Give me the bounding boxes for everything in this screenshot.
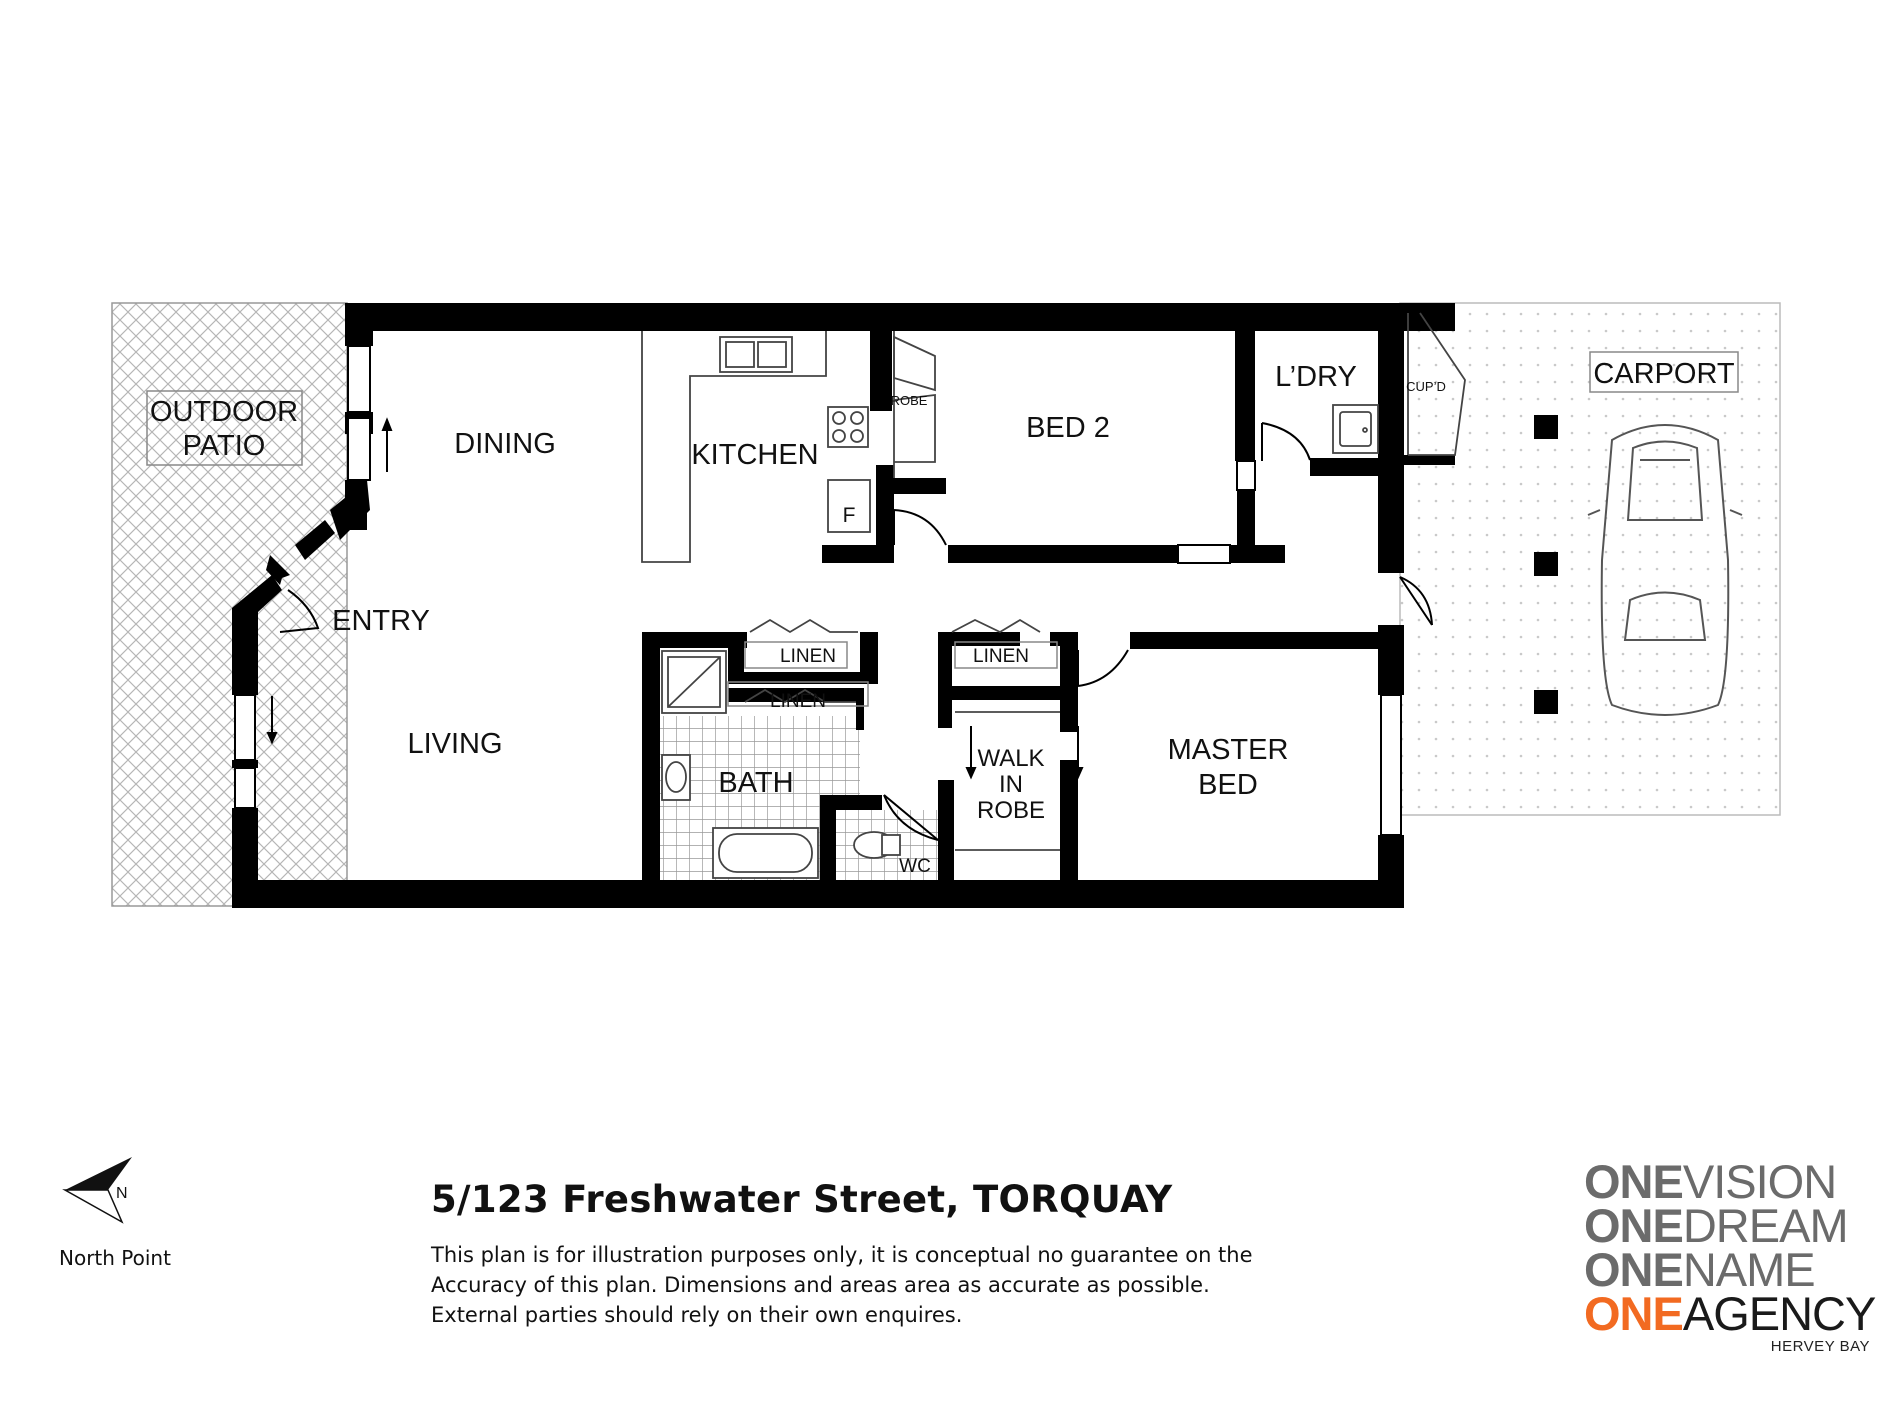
robe-rails bbox=[955, 711, 1060, 851]
disclaimer-line: External parties should rely on their ow… bbox=[431, 1303, 963, 1327]
cupboard-label: CUP’D bbox=[1406, 379, 1446, 394]
windows bbox=[234, 345, 1402, 836]
living-label: LIVING bbox=[407, 728, 502, 760]
logo-location: HERVEY BAY bbox=[1770, 1338, 1870, 1355]
carport-posts bbox=[1534, 415, 1558, 714]
wardrobe-doors bbox=[744, 312, 1466, 704]
room-labels: OUTDOOR PATIO DINING KITCHEN F ROBE BED … bbox=[150, 358, 1735, 877]
robe-label: ROBE bbox=[891, 393, 928, 408]
carport-label: CARPORT bbox=[1593, 358, 1735, 390]
bed2-label: BED 2 bbox=[1026, 412, 1110, 444]
linen-label-2: LINEN bbox=[770, 691, 826, 712]
logo-line-name: ONENAME bbox=[1584, 1243, 1816, 1296]
doors bbox=[279, 422, 1433, 841]
walk-in-robe-label-3: ROBE bbox=[977, 797, 1045, 824]
north-letter: N bbox=[116, 1185, 128, 1202]
window-arrows bbox=[266, 417, 1084, 780]
logo-line-vision: ONEVISION bbox=[1584, 1155, 1837, 1208]
fridge-label: F bbox=[843, 504, 856, 527]
outdoor-patio-label-2: PATIO bbox=[183, 430, 266, 462]
walk-in-robe-label-2: IN bbox=[999, 771, 1023, 798]
north-arrow-icon: N bbox=[62, 1157, 132, 1224]
dining-label: DINING bbox=[454, 428, 556, 460]
laundry-tub bbox=[1332, 404, 1379, 454]
disclaimer-line: Accuracy of this plan. Dimensions and ar… bbox=[431, 1273, 1210, 1297]
outdoor-patio-area bbox=[111, 302, 348, 907]
logo-line-agency: ONEAGENCY bbox=[1584, 1287, 1876, 1340]
kitchen-fixtures bbox=[641, 331, 871, 563]
walk-in-robe-label-1: WALK bbox=[977, 745, 1044, 772]
bath-label: BATH bbox=[718, 767, 793, 799]
outdoor-patio-label: OUTDOOR bbox=[150, 396, 298, 428]
bath-fixtures bbox=[661, 650, 901, 879]
disclaimer: This plan is for illustration purposes o… bbox=[431, 1240, 1331, 1330]
logo-line-dream: ONEDREAM bbox=[1584, 1199, 1849, 1252]
master-bed-label-2: BED bbox=[1198, 769, 1258, 801]
entry-label: ENTRY bbox=[332, 605, 430, 637]
property-address: 5/123 Freshwater Street, TORQUAY bbox=[431, 1178, 1173, 1221]
kitchen-label: KITCHEN bbox=[691, 439, 818, 471]
walls bbox=[232, 303, 1455, 908]
north-point-label: North Point bbox=[59, 1246, 171, 1270]
entry-door-arrow bbox=[266, 555, 290, 585]
floor-plan: OUTDOOR PATIO DINING KITCHEN F ROBE BED … bbox=[111, 302, 1781, 908]
laundry-label: L’DRY bbox=[1275, 361, 1357, 393]
wc-label: WC bbox=[899, 856, 931, 877]
car-outline bbox=[1587, 424, 1743, 716]
master-bed-label-1: MASTER bbox=[1168, 734, 1289, 766]
label-boxes bbox=[146, 351, 1739, 707]
linen-label-1: LINEN bbox=[780, 646, 836, 667]
linen-label-3: LINEN bbox=[973, 646, 1029, 667]
disclaimer-line: This plan is for illustration purposes o… bbox=[431, 1243, 1253, 1267]
agency-logo: ONEVISION ONEDREAM ONENAME ONEAGENCY HER… bbox=[1584, 1155, 1884, 1355]
